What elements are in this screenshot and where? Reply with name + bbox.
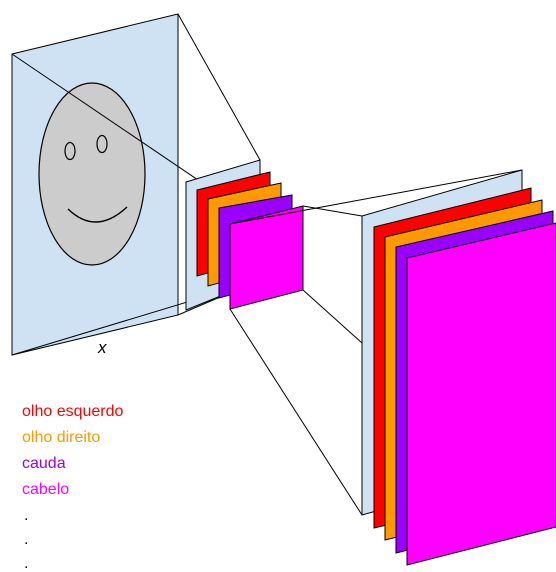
projection-line (302, 205, 363, 217)
projection-line (229, 169, 523, 225)
feature-map-small-magenta (229, 205, 304, 310)
projection-line (302, 289, 363, 344)
legend-continuation-dot: . (24, 555, 28, 572)
legend-item-cauda: cauda (22, 455, 66, 472)
legend-item-olho-direito: olho direito (22, 429, 100, 446)
smiley-face-icon (38, 82, 146, 266)
projection-line (229, 308, 363, 516)
legend: olho esquerdo olho direito cauda cabelo … (22, 403, 124, 572)
input-label-x: x (97, 338, 107, 357)
projection-line (177, 13, 261, 161)
legend-item-cabelo: cabelo (22, 481, 69, 498)
feature-block-large (361, 169, 556, 566)
legend-continuation-dot: . (24, 507, 28, 524)
feature-block-small (185, 159, 304, 311)
legend-item-olho-esquerdo: olho esquerdo (22, 403, 124, 420)
feature-map-large-magenta (406, 222, 556, 566)
legend-continuation-dot: . (24, 531, 28, 548)
input-image-panel: x (11, 13, 261, 357)
